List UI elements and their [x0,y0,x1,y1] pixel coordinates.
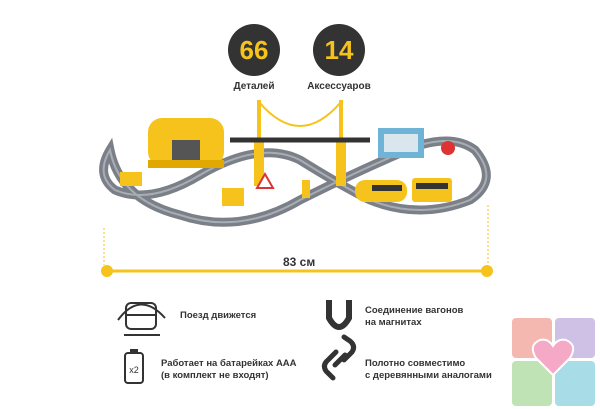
battery-icon: x2 [124,349,144,384]
feature-text: (в комплект не входят) [161,370,269,381]
parts-label: Деталей [233,81,275,92]
dimension-label: 83 см [283,255,316,269]
parts-count: 66 [239,34,269,65]
bulldozer-toy [222,188,244,206]
parts-count-badge: 66 [228,24,280,76]
train-icon [117,302,166,336]
feature-text: Полотно совместимо [365,358,466,369]
feature-text: с деревянными аналогами [365,370,492,381]
feature-moving-train: Поезд движется [180,310,256,322]
feature-text: Поезд движется [180,310,257,321]
feature-batteries: Работает на батарейках ААА (в комплект н… [161,358,297,382]
feature-text: Работает на батарейках ААА [161,358,297,369]
tunnel [148,118,224,168]
toy-train [355,178,452,202]
suspension-bridge [230,100,370,186]
battery-count-text: x2 [129,365,139,375]
accessories-count: 14 [324,34,354,65]
crane-toy [120,172,142,186]
worker-figure [302,180,310,198]
warning-sign [255,171,275,189]
chain-link-icon [321,334,357,381]
feature-text: Соединение вагонов [365,305,464,316]
accessories-count-badge: 14 [313,24,365,76]
puzzle-logo [512,318,595,406]
accessories-label: Аксессуаров [307,81,371,92]
feature-magnetic-coupling: Соединение вагонов на магнитах [365,305,463,329]
magnet-icon [326,300,352,330]
dimension-line [101,205,493,277]
feature-text: на магнитах [365,317,422,328]
station-building [378,128,455,158]
feature-compatibility: Полотно совместимо с деревянными аналога… [365,358,492,382]
